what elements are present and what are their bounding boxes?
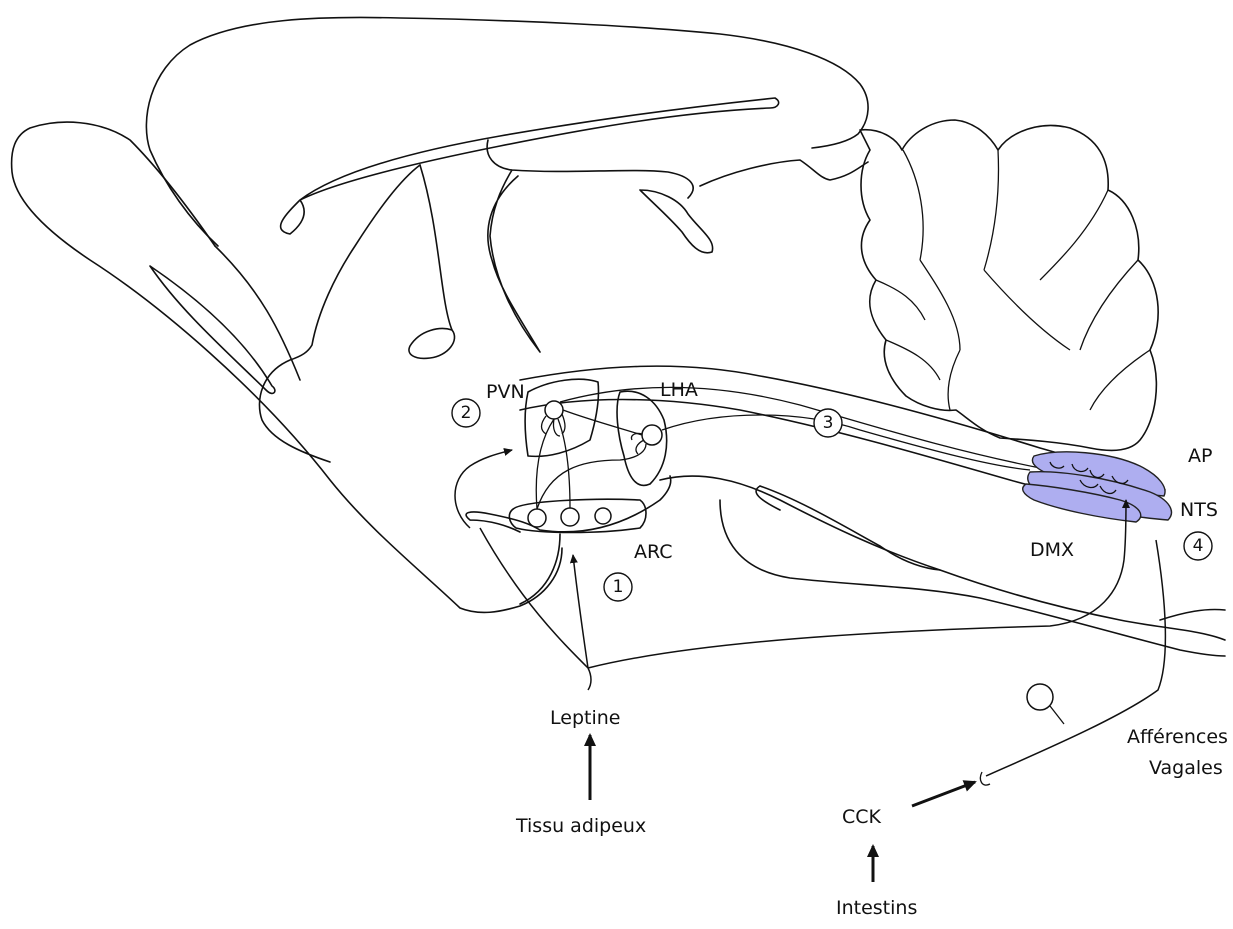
vagal-ganglion-stalk	[1050, 706, 1064, 724]
vagal-ending	[980, 772, 990, 785]
cck-arrow	[912, 782, 975, 806]
superior-colliculus	[700, 160, 868, 186]
label-lha: LHA	[660, 379, 698, 401]
svg-text:2: 2	[461, 403, 472, 423]
cortex-dorsal	[215, 246, 300, 380]
marker-4: 4	[1184, 532, 1212, 560]
marker-1: 1	[604, 573, 632, 601]
brainstem-nuclei	[1023, 452, 1172, 522]
svg-text:1: 1	[613, 577, 624, 597]
arc-neuron-1	[528, 509, 546, 527]
svg-text:3: 3	[823, 413, 834, 433]
label-vagales: Vagales	[1149, 757, 1223, 779]
cerebellum-folia	[876, 150, 1150, 410]
arc-neuron-3	[595, 508, 611, 524]
fornix	[487, 140, 693, 352]
projection-pvn-lha	[563, 410, 642, 435]
label-leptine: Leptine	[550, 707, 620, 729]
svg-text:4: 4	[1193, 536, 1204, 556]
pvn-neuron	[545, 401, 563, 419]
label-pvn: PVN	[486, 381, 525, 403]
pons-inner	[756, 486, 940, 570]
spinal-cord	[1160, 609, 1225, 620]
olfactory-bulb	[146, 17, 868, 246]
corpus-callosum	[281, 98, 779, 234]
thalamus	[640, 190, 713, 253]
label-intestins: Intestins	[836, 897, 917, 919]
label-nts: NTS	[1180, 499, 1218, 521]
cerebellum	[860, 120, 1158, 450]
label-tissu-adipeux: Tissu adipeux	[515, 815, 646, 837]
label-dmx: DMX	[1030, 539, 1074, 561]
anterior-commissure	[409, 329, 455, 359]
vagal-ganglion	[1027, 684, 1053, 710]
brain-outline	[12, 122, 562, 612]
lha-neuron	[642, 425, 662, 445]
label-ap: AP	[1188, 445, 1212, 467]
arc-neuron-2	[561, 508, 579, 526]
marker-3: 3	[814, 409, 842, 437]
marker-2: 2	[452, 399, 480, 427]
projections-arc-pvn	[536, 419, 646, 509]
ventral-brainstem	[720, 500, 1225, 656]
cortex-inner-fold	[150, 266, 275, 393]
leptin-arrow-arc	[573, 555, 588, 668]
septum-line	[420, 165, 452, 330]
leptin-stem	[588, 668, 591, 690]
label-arc: ARC	[634, 541, 673, 563]
label-afferences: Afférences	[1127, 726, 1228, 748]
label-cck: CCK	[842, 806, 882, 828]
